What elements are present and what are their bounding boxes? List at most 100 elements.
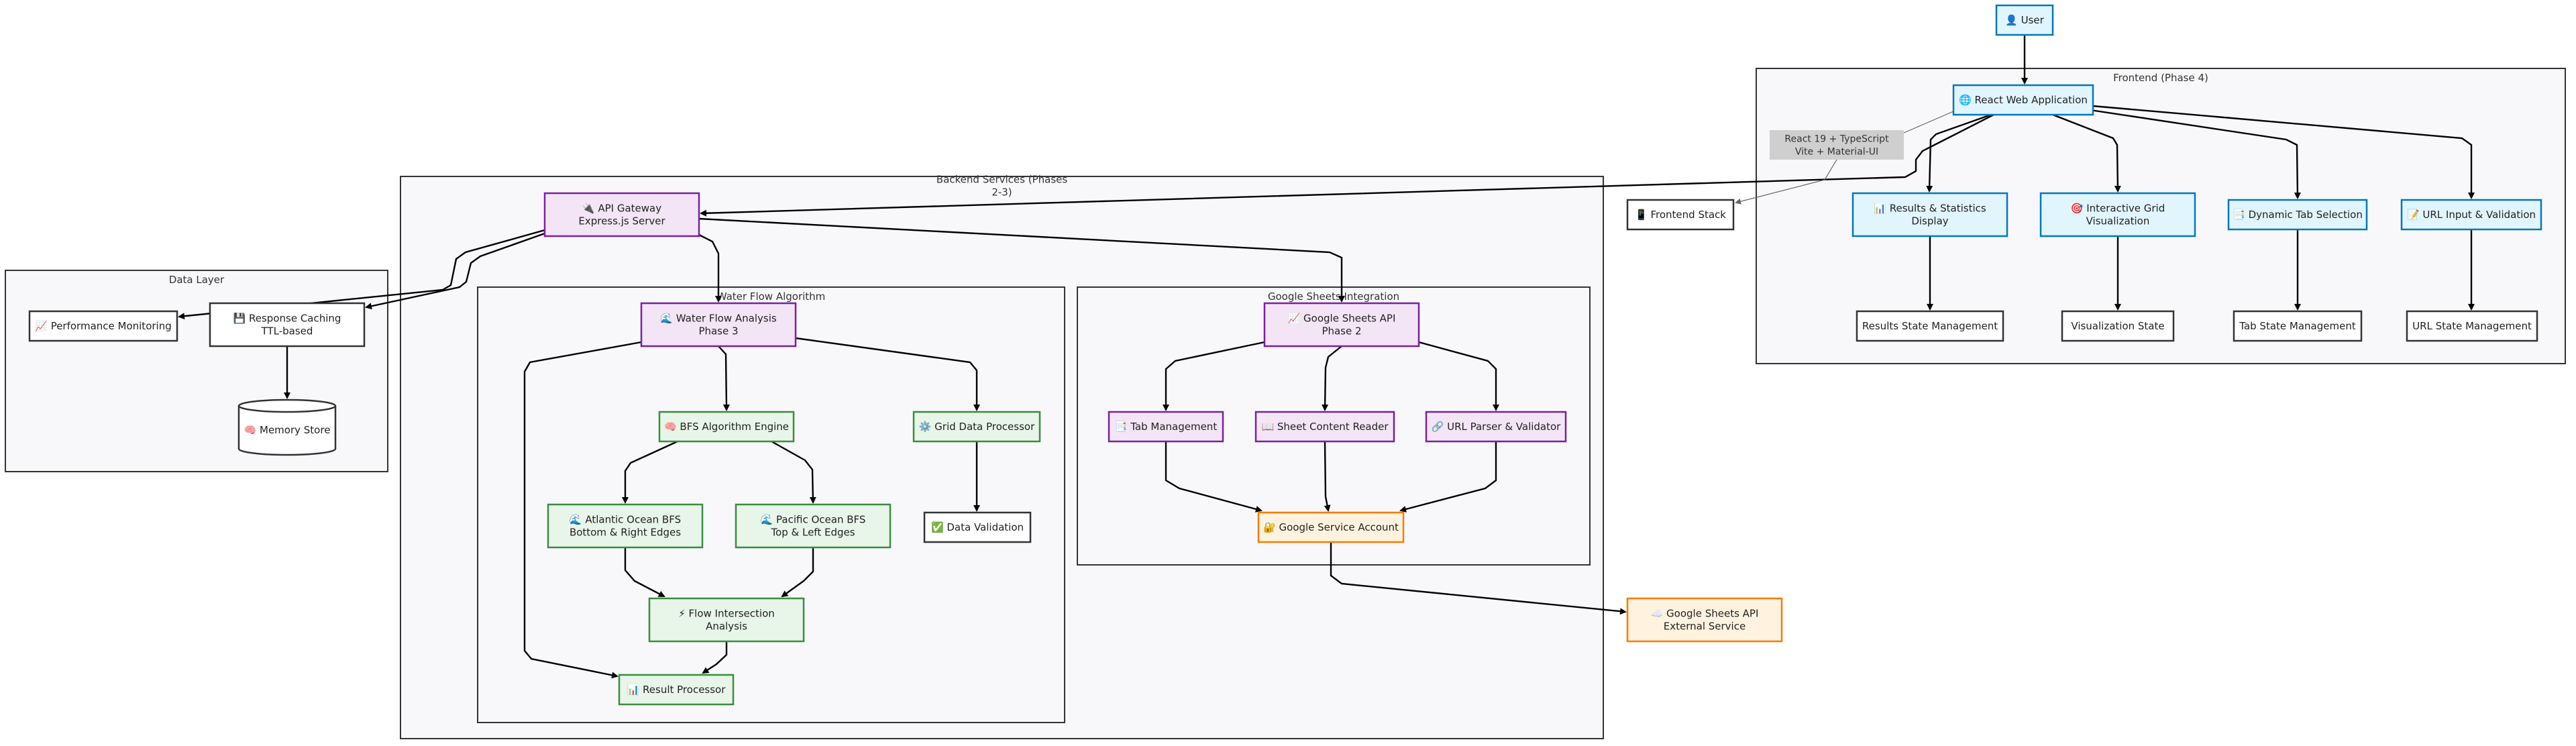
node-tabstate[interactable]: Tab State Management bbox=[2233, 310, 2363, 342]
node-validation-label: ✅ Data Validation bbox=[931, 521, 1024, 533]
node-bfs-box bbox=[658, 411, 795, 443]
node-reader-label: 📖 Sheet Content Reader bbox=[1261, 421, 1389, 433]
node-atlantic-box bbox=[547, 503, 704, 549]
edge-wfa-to-bfs bbox=[718, 345, 730, 411]
edge-atlantic-to-intersect bbox=[624, 547, 665, 598]
node-perf-label: 📈 Performance Monitoring bbox=[35, 320, 171, 332]
node-reader[interactable]: 📖 Sheet Content Reader bbox=[1254, 411, 1395, 443]
node-urlin-box bbox=[2400, 199, 2542, 231]
node-memory[interactable]: 🧠 Memory Store bbox=[237, 398, 337, 456]
node-cache-box bbox=[209, 302, 366, 348]
node-gridproc[interactable]: ⚙️ Grid Data Processor bbox=[912, 411, 1041, 443]
node-bfs[interactable]: 🧠 BFS Algorithm Engine bbox=[658, 411, 795, 443]
edge-react-to-tabsel bbox=[2090, 109, 2301, 199]
node-bfs-label: 🧠 BFS Algorithm Engine bbox=[664, 421, 789, 433]
edge-gateway-to-sheetsapi bbox=[698, 217, 1345, 303]
node-visstate-label: Visualization State bbox=[2071, 320, 2164, 332]
node-svcacct-label: 🔐 Google Service Account bbox=[1263, 521, 1399, 533]
node-gridproc-box bbox=[912, 411, 1041, 443]
node-gridproc-label: ⚙️ Grid Data Processor bbox=[919, 421, 1035, 433]
node-intersect-box bbox=[648, 597, 805, 643]
node-external-box bbox=[1626, 597, 1783, 643]
node-urlstate-box bbox=[2406, 310, 2538, 342]
node-perf[interactable]: 📈 Performance Monitoring bbox=[28, 310, 178, 342]
edge-svcacct-to-external bbox=[1330, 542, 1627, 615]
node-validation[interactable]: ✅ Data Validation bbox=[923, 511, 1032, 543]
node-react[interactable]: 🌐 React Web Application bbox=[1952, 84, 2094, 116]
nodes-layer: 👤 User 🌐 React Web Application 📊 Results &… bbox=[28, 4, 2542, 706]
tech-stack-note-box bbox=[1770, 130, 1904, 160]
node-urlin-label: 📝 URL Input & Validation bbox=[2407, 209, 2536, 221]
edge-react-to-urlin bbox=[2092, 105, 2475, 199]
edge-react-to-gateway bbox=[700, 113, 1994, 217]
edge-sheetsapi-to-reader bbox=[1322, 345, 1342, 411]
node-memory-shape bbox=[237, 398, 337, 456]
node-user[interactable]: 👤 User bbox=[1995, 4, 2054, 36]
edge-tabmgmt-to-svcacct bbox=[1165, 441, 1263, 513]
cluster-waterflow-title: Water Flow Algorithm bbox=[717, 290, 826, 303]
node-urlparser[interactable]: 🔗 URL Parser & Validator bbox=[1425, 411, 1567, 443]
edge-gateway-to-wfa bbox=[698, 233, 722, 303]
edge-bfs-to-pacific bbox=[771, 440, 816, 504]
node-user-box bbox=[1995, 4, 2054, 36]
edge-react-to-grid bbox=[2052, 113, 2121, 193]
node-tabmgmt-label: 📑 Tab Management bbox=[1115, 421, 1218, 433]
node-react-label: 🌐 React Web Application bbox=[1959, 94, 2088, 106]
node-resproc-box bbox=[618, 674, 735, 706]
node-visstate[interactable]: Visualization State bbox=[2061, 310, 2175, 342]
edge-sheetsapi-to-tabmgmt bbox=[1163, 341, 1265, 411]
node-grid-box bbox=[2039, 192, 2196, 237]
node-fstack[interactable]: 📱 Frontend Stack bbox=[1626, 199, 1735, 231]
cluster-frontend-title: Frontend (Phase 4) bbox=[2113, 72, 2208, 84]
node-resstate[interactable]: Results State Management bbox=[1856, 310, 2004, 342]
node-gateway-box bbox=[543, 192, 700, 237]
node-tabmgmt[interactable]: 📑 Tab Management bbox=[1108, 411, 1224, 443]
node-tabsel[interactable]: 📑 Dynamic Tab Selection bbox=[2227, 199, 2368, 231]
node-urlin[interactable]: 📝 URL Input & Validation bbox=[2400, 199, 2542, 231]
node-sheetsapi-box bbox=[1263, 302, 1420, 348]
node-resstate-box bbox=[1856, 310, 2004, 342]
edge-sheetsapi-to-urlparser bbox=[1418, 341, 1499, 411]
node-perf-box bbox=[28, 310, 178, 342]
node-tabstate-label: Tab State Management bbox=[2239, 320, 2356, 332]
edges-layer bbox=[178, 35, 2475, 679]
clusters-layer: Frontend (Phase 4) Backend Services (Phas… bbox=[5, 68, 2566, 739]
node-svcacct[interactable]: 🔐 Google Service Account bbox=[1257, 511, 1405, 543]
node-urlstate[interactable]: URL State Management bbox=[2406, 310, 2538, 342]
edge-gateway-to-cache bbox=[365, 232, 545, 310]
edge-bfs-to-atlantic bbox=[622, 440, 678, 504]
edge-pacific-to-intersect bbox=[781, 547, 814, 598]
node-reader-box bbox=[1254, 411, 1395, 443]
node-resproc[interactable]: 📊 Result Processor bbox=[618, 674, 735, 706]
node-fstack-box bbox=[1626, 199, 1735, 231]
node-tabmgmt-box bbox=[1108, 411, 1224, 443]
node-urlparser-label: 🔗 URL Parser & Validator bbox=[1432, 420, 1562, 433]
note-link-1 bbox=[1903, 111, 1954, 134]
edge-urlparser-to-svcacct bbox=[1399, 441, 1497, 513]
note-link-2 bbox=[1735, 159, 1837, 205]
node-resproc-label: 📊 Result Processor bbox=[627, 684, 727, 696]
node-memory-label: 🧠 Memory Store bbox=[244, 424, 331, 436]
node-resstate-label: Results State Management bbox=[1862, 320, 1998, 332]
node-user-label: 👤 User bbox=[2005, 14, 2044, 26]
edge-react-to-results bbox=[1926, 113, 1992, 193]
